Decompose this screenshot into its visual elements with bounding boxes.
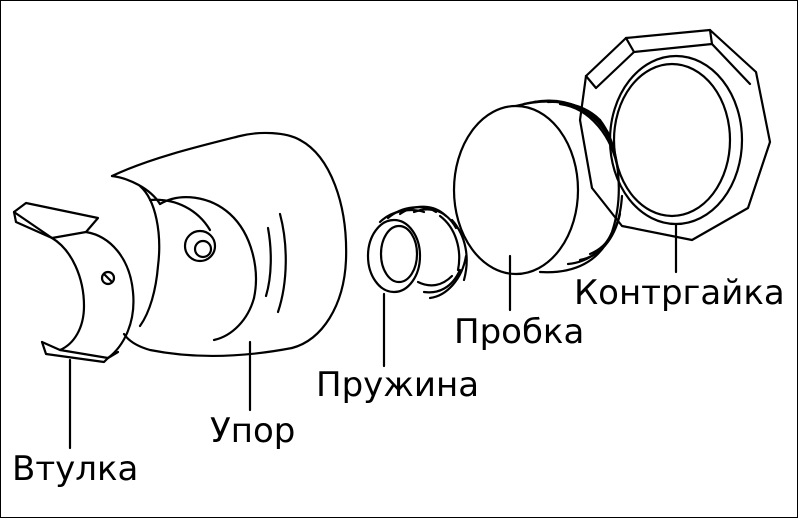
locknut-part [578, 28, 772, 274]
label-locknut: Контргайка [574, 273, 785, 313]
label-plug: Пробка [454, 312, 585, 352]
spring-part [366, 205, 468, 368]
bushing-part [12, 201, 135, 450]
label-stop: Упор [210, 411, 296, 451]
stop-part [110, 131, 348, 412]
label-bushing: Втулка [12, 449, 139, 489]
label-spring: Пружина [316, 365, 480, 405]
